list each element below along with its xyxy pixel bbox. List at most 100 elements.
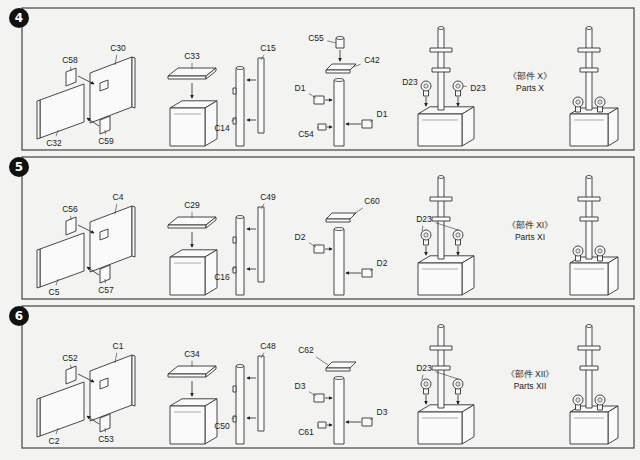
leader-line xyxy=(115,353,117,363)
tower-arm xyxy=(580,366,598,370)
leader-line xyxy=(370,418,373,420)
box-front xyxy=(170,257,205,295)
part-number: D2 xyxy=(294,233,307,242)
assembly-arrow xyxy=(426,97,427,106)
rod-top xyxy=(236,365,244,368)
box-side xyxy=(462,256,474,295)
elbow-hole xyxy=(456,84,460,88)
rod-top xyxy=(334,377,344,380)
assembly-arrow xyxy=(87,416,99,424)
tower-arm xyxy=(432,217,450,221)
box-front xyxy=(170,108,205,146)
elbow-part xyxy=(573,395,583,405)
parts-group-label: 《部件 XI》 xyxy=(506,221,554,230)
small-part xyxy=(362,418,372,426)
box-side xyxy=(608,108,618,146)
step-number: 5 xyxy=(9,157,29,177)
assembly-arrow xyxy=(458,97,459,106)
plate-edge xyxy=(206,366,216,377)
assembly-arrow xyxy=(247,418,256,419)
leader-line xyxy=(192,63,193,69)
small-part xyxy=(314,394,324,402)
part-number: C32 xyxy=(45,139,63,148)
elbow-part xyxy=(595,395,605,405)
leader-line xyxy=(309,392,316,396)
small-part xyxy=(100,265,110,283)
plate-edge xyxy=(326,70,350,73)
tower-arm xyxy=(430,197,452,201)
step-illustration xyxy=(37,27,618,147)
elbow-part xyxy=(421,81,431,91)
box-detail xyxy=(574,269,604,270)
assembly-arrow xyxy=(346,124,361,125)
box-detail xyxy=(174,263,201,264)
box-detail xyxy=(574,120,604,121)
part-number: C5 xyxy=(48,288,61,297)
assembly-arrow xyxy=(327,127,332,128)
rod-part xyxy=(236,366,244,444)
leader-line xyxy=(309,94,316,98)
step-illustration xyxy=(37,176,618,296)
part-number: D23 xyxy=(401,78,419,87)
part-number: C62 xyxy=(297,346,315,355)
pole-half xyxy=(258,58,264,133)
rod-top xyxy=(586,176,592,179)
leader-line xyxy=(70,216,71,220)
elbow-hole xyxy=(424,84,428,88)
leader-line xyxy=(261,204,264,209)
box-detail xyxy=(422,120,458,121)
part-number: C55 xyxy=(307,34,325,43)
elbow-part xyxy=(595,246,605,256)
assembly-arrow xyxy=(426,395,427,404)
pole-plate xyxy=(326,213,356,219)
leader-line xyxy=(105,130,106,134)
assembly-arrow xyxy=(78,76,94,84)
parts-group-label: Parts XI xyxy=(514,233,546,242)
box-front xyxy=(570,263,608,295)
leader-line xyxy=(105,428,106,432)
rod-top xyxy=(334,79,344,82)
back-plate xyxy=(90,206,132,272)
part-number: D2 xyxy=(376,259,389,268)
rod-top xyxy=(586,325,592,328)
leader-line xyxy=(261,353,264,358)
leader-line xyxy=(370,269,373,271)
elbow-hole xyxy=(576,249,580,253)
leader-line xyxy=(261,55,264,60)
part-number: D23 xyxy=(469,84,487,93)
elbow-part xyxy=(453,230,463,240)
assembly-arrow xyxy=(327,425,332,426)
rod-top xyxy=(438,325,444,328)
elbow-hole xyxy=(456,233,460,237)
part-number: C4 xyxy=(112,193,125,202)
assembly-arrow xyxy=(325,100,332,101)
leader-lines xyxy=(56,41,467,434)
assembly-arrow xyxy=(325,398,332,399)
leader-line xyxy=(231,267,236,270)
box-detail xyxy=(174,412,201,413)
assembly-arrow xyxy=(346,422,361,423)
box-detail xyxy=(422,418,458,419)
tower-arm xyxy=(432,68,450,72)
leader-line xyxy=(316,357,328,365)
assembly-arrow xyxy=(192,83,193,98)
assembly-arrow xyxy=(247,269,256,270)
assembly-arrow xyxy=(87,267,99,275)
assembly-arrow xyxy=(346,273,361,274)
leader-line xyxy=(422,375,424,380)
box-side xyxy=(608,257,618,295)
assembly-arrow xyxy=(325,249,332,250)
leader-line xyxy=(231,118,236,121)
tower-arm xyxy=(580,68,598,72)
leader-line xyxy=(192,361,193,367)
elbow-part xyxy=(421,230,431,240)
elbow-part xyxy=(573,246,583,256)
plate-edge xyxy=(168,225,206,228)
plate-edge xyxy=(206,217,216,228)
plate-edge xyxy=(326,368,350,371)
assembly-arrow xyxy=(340,50,341,61)
step-panel xyxy=(22,306,634,448)
rod-top xyxy=(236,67,244,70)
plate-edge xyxy=(132,57,135,108)
leader-line xyxy=(463,86,467,87)
